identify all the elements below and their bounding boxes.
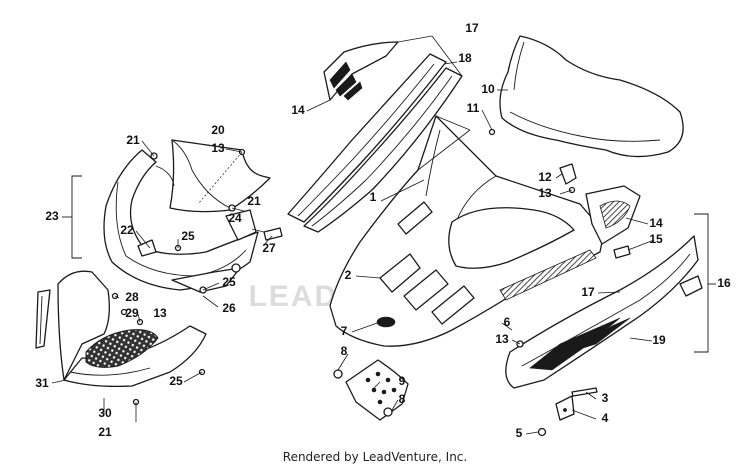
callout-13-belly: 13 <box>153 306 167 320</box>
callout-31: 31 <box>35 376 49 390</box>
callout-6: 6 <box>504 315 511 329</box>
callout-29: 29 <box>125 306 139 320</box>
part-upper-trim-strip <box>287 41 463 233</box>
callout-8-right: 8 <box>399 392 406 406</box>
callout-22: 22 <box>120 223 134 237</box>
callout-2: 2 <box>345 268 352 282</box>
callout-8-left: 8 <box>341 344 348 358</box>
part-bracket <box>555 395 575 421</box>
callout-21-bottom: 21 <box>98 425 112 439</box>
callout-25-lower: 25 <box>169 374 183 388</box>
callout-26: 26 <box>222 301 236 315</box>
part-main-hood <box>329 115 641 347</box>
callout-16: 16 <box>717 276 731 290</box>
callout-1: 1 <box>370 190 377 204</box>
callout-13-windshield: 13 <box>538 186 552 200</box>
callout-13-side: 13 <box>495 332 509 346</box>
callout-5: 5 <box>516 426 523 440</box>
part-side-panel <box>505 235 703 389</box>
callout-30: 30 <box>98 406 112 420</box>
leader-lines <box>51 35 655 435</box>
callout-17-side: 17 <box>581 285 595 299</box>
callout-20: 20 <box>211 123 225 137</box>
callout-13-nose-panel: 13 <box>211 141 225 155</box>
callout-19: 19 <box>652 333 666 347</box>
part-skid-plate <box>345 359 409 421</box>
fasteners <box>111 128 631 437</box>
callout-24: 24 <box>228 211 242 225</box>
callout-25-middle: 25 <box>222 275 236 289</box>
callout-23: 23 <box>45 209 59 223</box>
callout-4: 4 <box>602 411 609 425</box>
callout-12: 12 <box>538 170 552 184</box>
callout-21-right: 21 <box>247 194 261 208</box>
callout-9: 9 <box>399 374 406 388</box>
callout-labels: 1 2 3 4 5 6 7 8 8 9 10 11 12 13 13 13 13… <box>35 21 731 440</box>
group-brackets <box>62 115 716 353</box>
callout-25-upper: 25 <box>181 229 195 243</box>
callout-7: 7 <box>341 324 348 338</box>
callout-27: 27 <box>262 241 276 255</box>
callout-10: 10 <box>481 82 495 96</box>
callout-17-top: 17 <box>465 21 479 35</box>
callout-11: 11 <box>467 101 480 115</box>
part-windshield <box>499 35 684 158</box>
render-credit: Rendered by LeadVenture, Inc. <box>282 450 468 464</box>
callout-18: 18 <box>458 51 472 65</box>
part-nose-bumper-shell <box>103 149 259 293</box>
callout-21-top: 21 <box>126 133 140 147</box>
callout-15: 15 <box>649 232 663 246</box>
callout-14-trim: 14 <box>291 103 305 117</box>
callout-14-vent: 14 <box>649 216 663 230</box>
part-belly-pan <box>35 270 207 388</box>
callout-28: 28 <box>125 290 139 304</box>
callout-3: 3 <box>602 391 609 405</box>
